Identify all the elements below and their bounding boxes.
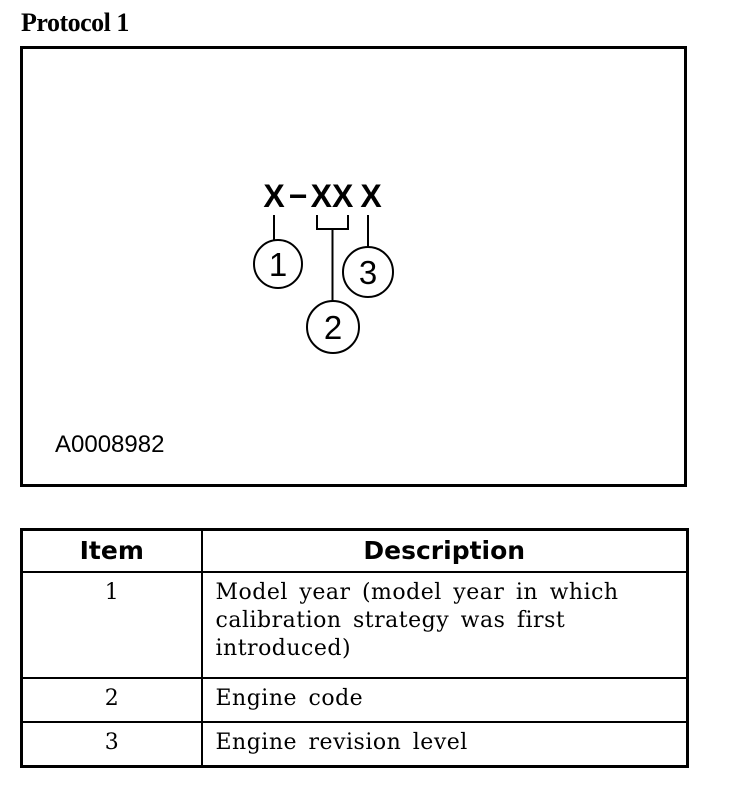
table-row-1: 1 Model year (model year in which calibr…	[20, 570, 689, 679]
description-text-1: Model year (model year in which calibrat…	[215, 579, 619, 661]
code-part-2: XX	[311, 178, 354, 214]
description-text-2: Engine code	[215, 685, 364, 711]
callout-number-1: 1	[269, 246, 287, 283]
description-cell-1: Model year (model year in which calibrat…	[200, 570, 689, 679]
callout-number-2: 2	[324, 309, 342, 346]
callout-circle-3	[342, 246, 394, 298]
figure-panel: X − XX X 1 2 3 A0008982	[20, 46, 687, 487]
item-description-table: Item Description 1 Model year (model yea…	[20, 528, 689, 768]
page-title: Protocol 1	[21, 8, 129, 37]
description-text-3: Engine revision level	[215, 729, 468, 755]
callout-circle-1	[253, 239, 303, 289]
table-header-row: Item Description	[20, 528, 689, 573]
leader-bracket-2	[316, 215, 349, 230]
code-structure-diagram: X − XX X 1 2 3 A0008982	[55, 178, 394, 458]
description-cell-3: Engine revision level	[200, 720, 689, 767]
code-part-3: X	[360, 178, 382, 214]
table-row-2: 2 Engine code	[20, 676, 689, 723]
figure-id-label: A0008982	[55, 431, 164, 458]
item-cell-3: 3	[20, 720, 203, 767]
item-cell-2: 2	[20, 676, 203, 723]
callout-circle-2	[306, 300, 360, 354]
column-header-item: Item	[20, 528, 203, 573]
code-separator-dash: −	[289, 178, 308, 214]
callout-number-3: 3	[359, 254, 377, 291]
table-row-3: 3 Engine revision level	[20, 720, 689, 767]
code-part-1: X	[263, 178, 285, 214]
description-cell-2: Engine code	[200, 676, 689, 723]
column-header-description: Description	[200, 528, 689, 573]
item-cell-1: 1	[20, 570, 203, 679]
